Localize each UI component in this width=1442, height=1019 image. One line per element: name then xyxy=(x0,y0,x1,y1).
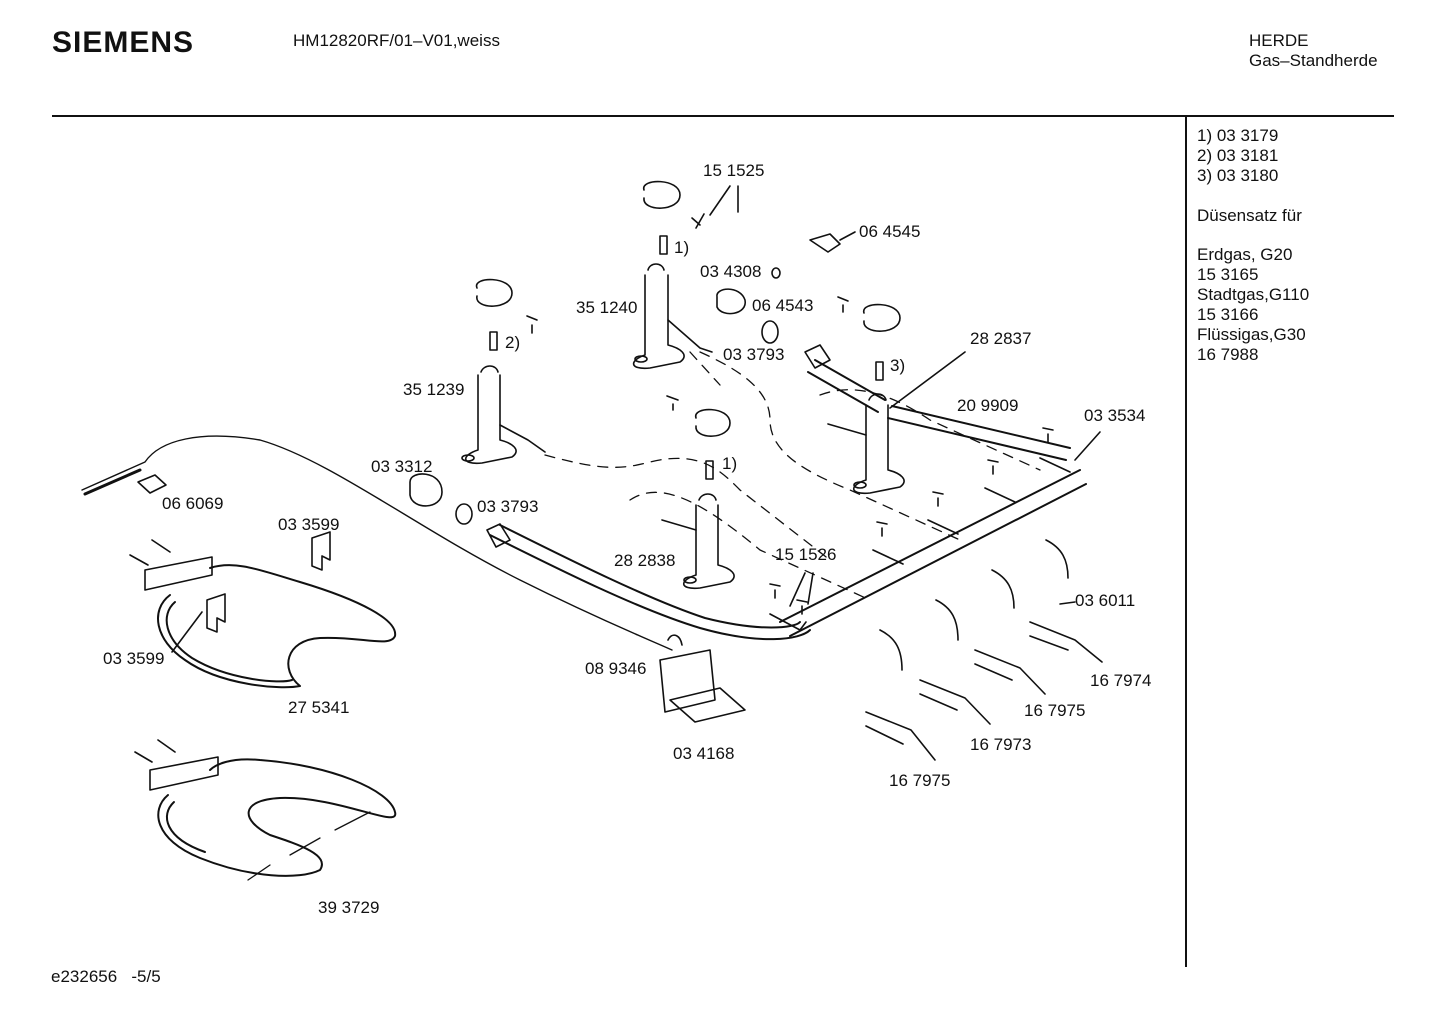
part-label: 15 1526 xyxy=(775,545,837,564)
heating-element-top xyxy=(157,564,397,689)
part-label: 06 6069 xyxy=(162,494,224,513)
spring-clip xyxy=(667,634,683,646)
element-terminals xyxy=(129,539,171,566)
part-label: 16 7975 xyxy=(1024,701,1086,720)
union-nut xyxy=(809,231,856,253)
hose-clamp xyxy=(476,278,513,307)
part-label: 03 4308 xyxy=(700,262,762,281)
drawing-code: e232656 xyxy=(51,967,118,986)
part-label: 28 2837 xyxy=(970,329,1032,348)
part-label: 03 6011 xyxy=(1075,591,1136,610)
notes-divider xyxy=(1185,117,1187,967)
part-label: 16 7974 xyxy=(1090,671,1152,690)
leader-line xyxy=(1059,601,1076,605)
screw xyxy=(526,213,1054,615)
part-label: 06 4545 xyxy=(859,222,921,241)
nozzle xyxy=(659,235,668,255)
compression-fitting xyxy=(804,344,831,369)
gas-pipe xyxy=(489,534,811,641)
subcategory: Gas–Standherde xyxy=(1249,51,1378,70)
gas-tap-right xyxy=(827,393,905,495)
part-label: 03 3599 xyxy=(103,649,165,668)
part-label: 28 2838 xyxy=(614,551,676,570)
element-bracket xyxy=(144,556,213,591)
assembly-dashed-lines xyxy=(544,351,1041,601)
rail-bracket xyxy=(769,457,1071,631)
nozzle xyxy=(705,460,714,480)
callout-label: 1) xyxy=(674,238,690,257)
callout-label: 1) xyxy=(722,454,738,473)
part-label: 39 3729 xyxy=(318,898,380,917)
part-label: 03 3793 xyxy=(723,345,785,364)
gas-tap-left xyxy=(461,365,546,465)
note-line: 15 3166 xyxy=(1197,305,1259,324)
nozzle xyxy=(875,361,884,381)
note-line: 1) 03 3179 xyxy=(1197,126,1279,145)
element-bracket xyxy=(149,756,219,791)
thermocouple-probe xyxy=(83,468,142,496)
gas-pipe xyxy=(499,524,801,629)
terminal-block xyxy=(659,649,746,723)
part-label: 16 7973 xyxy=(970,735,1032,754)
hose-clamp xyxy=(643,180,681,209)
threaded-fitting xyxy=(409,473,443,507)
gas-pipe xyxy=(807,359,886,413)
thermocouple-wire xyxy=(81,435,673,651)
note-line: Erdgas, G20 xyxy=(1197,245,1293,264)
hose-clamp xyxy=(695,408,731,437)
part-label: 03 3534 xyxy=(1084,406,1146,425)
element-terminals xyxy=(134,739,176,763)
gas-rail-back xyxy=(887,405,1071,461)
compression-fitting xyxy=(486,523,511,548)
model-number: HM12820RF/01–V01,weiss xyxy=(293,31,500,50)
clip xyxy=(137,474,167,494)
note-line: Flüssigas,G30 xyxy=(1197,325,1306,344)
part-label: 16 7975 xyxy=(889,771,951,790)
note-line: 15 3165 xyxy=(1197,265,1259,284)
part-label: 03 4168 xyxy=(673,744,735,763)
gas-valve xyxy=(865,621,1103,761)
header-divider xyxy=(52,115,1394,117)
seal-ring xyxy=(455,503,473,525)
category: HERDE xyxy=(1249,31,1309,50)
part-label: 06 4543 xyxy=(752,296,814,315)
connector-clip xyxy=(311,531,331,571)
brand-logo: SIEMENS xyxy=(52,26,195,59)
leader-line xyxy=(889,351,966,409)
note-line: 16 7988 xyxy=(1197,345,1259,364)
leader-line xyxy=(789,572,814,607)
seal-ring xyxy=(771,267,781,279)
part-label: 03 3599 xyxy=(278,515,340,534)
page-number: -5/5 xyxy=(131,967,161,986)
heating-element-bottom xyxy=(157,758,397,877)
part-label: 15 1525 xyxy=(703,161,765,180)
seal-ring xyxy=(761,320,779,344)
leader-line xyxy=(1074,431,1101,461)
callout-label: 2) xyxy=(505,333,521,352)
part-label: 35 1239 xyxy=(403,380,465,399)
gas-tap-middle xyxy=(661,493,735,590)
hose-clamp xyxy=(863,303,901,332)
nut xyxy=(716,288,746,315)
part-label: 20 9909 xyxy=(957,396,1019,415)
elbow-pipe xyxy=(879,539,1069,671)
note-line: Stadtgas,G110 xyxy=(1197,285,1310,304)
gas-tap-top xyxy=(632,263,713,370)
footer-code: e232656 -5/5 xyxy=(51,967,161,987)
leader-line xyxy=(709,185,739,216)
part-label: 03 3793 xyxy=(477,497,539,516)
note-line: 3) 03 3180 xyxy=(1197,166,1279,185)
gas-rail xyxy=(779,469,1087,637)
part-label: 03 3312 xyxy=(371,457,433,476)
connector-clip xyxy=(206,593,226,633)
callout-label: 3) xyxy=(890,356,906,375)
note-line: Düsensatz für xyxy=(1197,206,1302,225)
part-label: 35 1240 xyxy=(576,298,638,317)
part-label: 27 5341 xyxy=(288,698,350,717)
part-label: 08 9346 xyxy=(585,659,647,678)
nozzle xyxy=(489,331,498,351)
note-line: 2) 03 3181 xyxy=(1197,146,1279,165)
